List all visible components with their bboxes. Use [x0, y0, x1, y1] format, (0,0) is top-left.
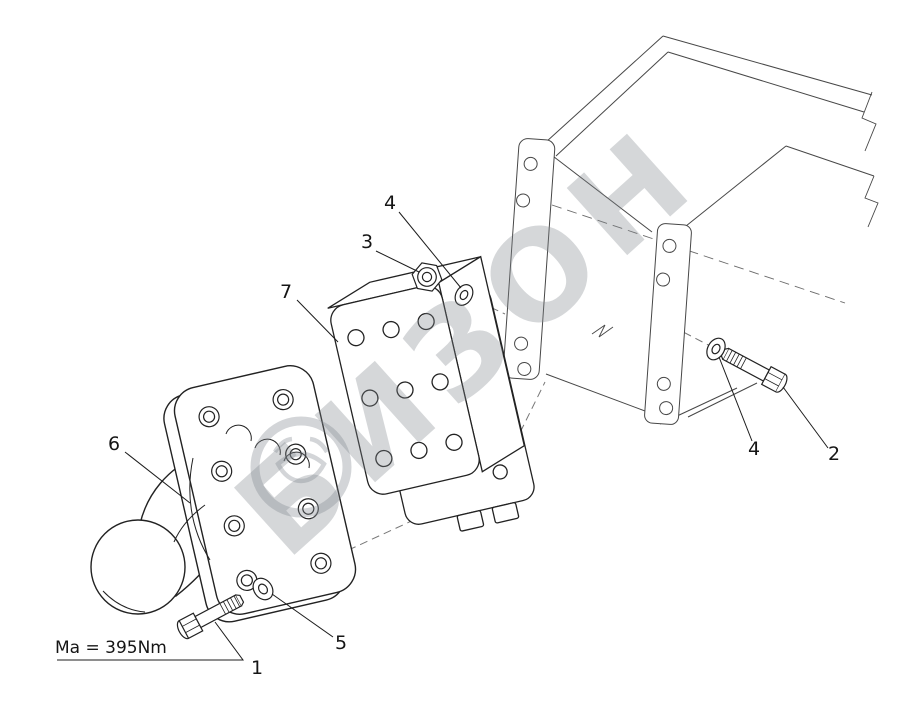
cast-web-contours	[102, 424, 310, 613]
washer-part-4-top	[454, 284, 474, 306]
leader-3	[375, 250, 420, 273]
hitch-flange	[163, 365, 357, 623]
washer-part-5	[252, 577, 274, 601]
nut-part-3	[411, 262, 443, 292]
adapter-front-face	[330, 285, 480, 495]
washer-part-4-right	[706, 337, 726, 361]
leader-4-right	[718, 356, 753, 442]
leader-2	[782, 386, 829, 449]
flange-holes	[198, 389, 332, 591]
break-line	[591, 324, 614, 338]
bolt-part-1	[176, 594, 245, 640]
leader-5	[271, 593, 334, 638]
leader-4-top	[398, 211, 462, 289]
break-line	[861, 91, 877, 152]
break-line	[864, 175, 879, 228]
leader-6	[124, 451, 191, 504]
fasteners	[176, 262, 788, 640]
leader-1-with-underline	[57, 621, 244, 661]
bolt-holes	[347, 312, 463, 468]
leader-7	[296, 299, 339, 343]
hitch-ball	[90, 519, 186, 615]
adapter-plate-part-7	[327, 255, 535, 532]
bolt-part-2	[720, 347, 788, 393]
bracket-plate-right	[644, 223, 692, 425]
bracket-plate-left	[502, 138, 556, 380]
leader-lines	[57, 211, 829, 661]
frame-bracket	[502, 35, 879, 425]
ball-hitch-part-6	[90, 365, 357, 623]
